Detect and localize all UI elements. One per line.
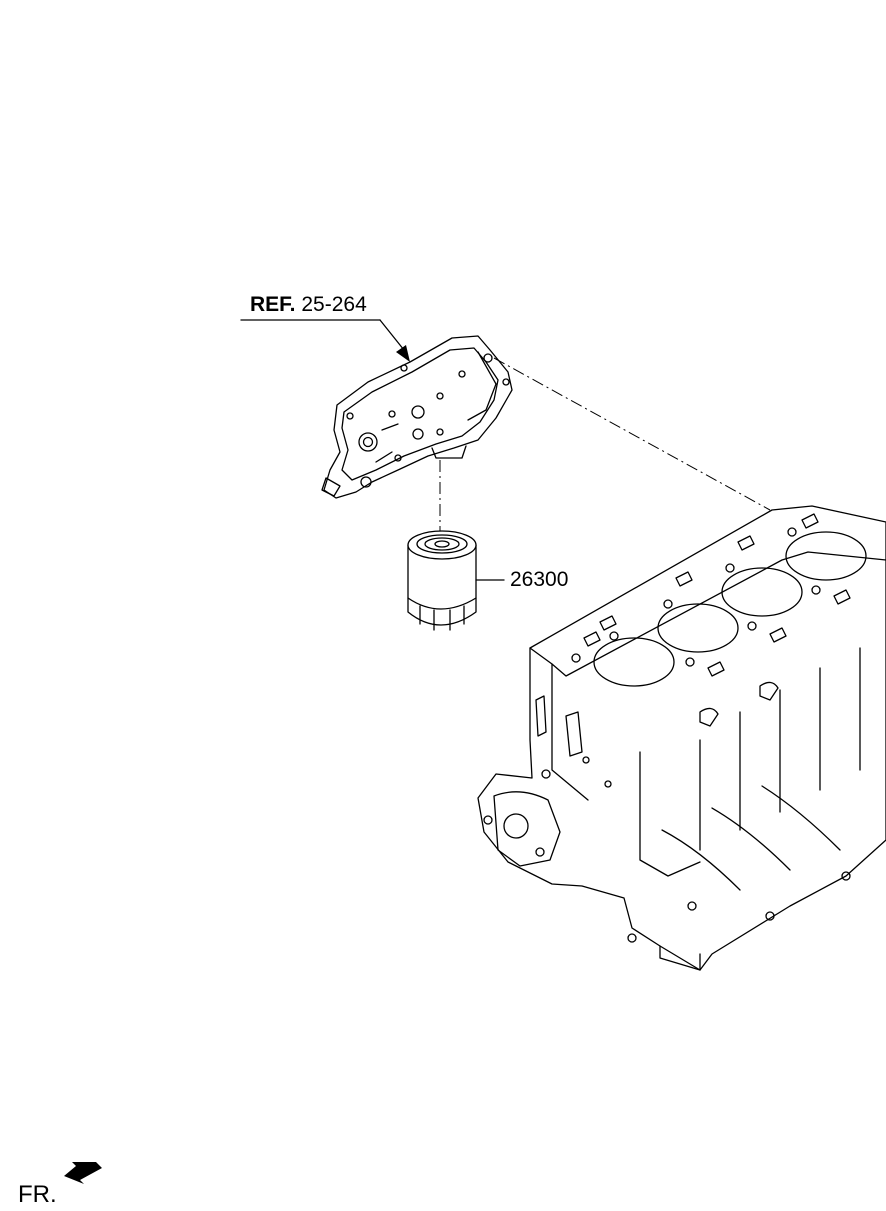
- cylinder-block[interactable]: [477, 505, 886, 971]
- ref-label: REF. 25-264: [250, 293, 367, 317]
- arrow-down-left-icon: [64, 1162, 102, 1184]
- ref-leader: [240, 319, 410, 362]
- part-number-label: 26300: [510, 568, 569, 591]
- oil-filter-housing[interactable]: [321, 335, 513, 499]
- assembly-line-housing-to-block: [493, 357, 771, 511]
- front-indicator-label: FR.: [18, 1181, 57, 1208]
- oil-filter[interactable]: [407, 530, 505, 631]
- ref-number: 25-264: [301, 293, 367, 316]
- ref-prefix: REF.: [250, 293, 296, 316]
